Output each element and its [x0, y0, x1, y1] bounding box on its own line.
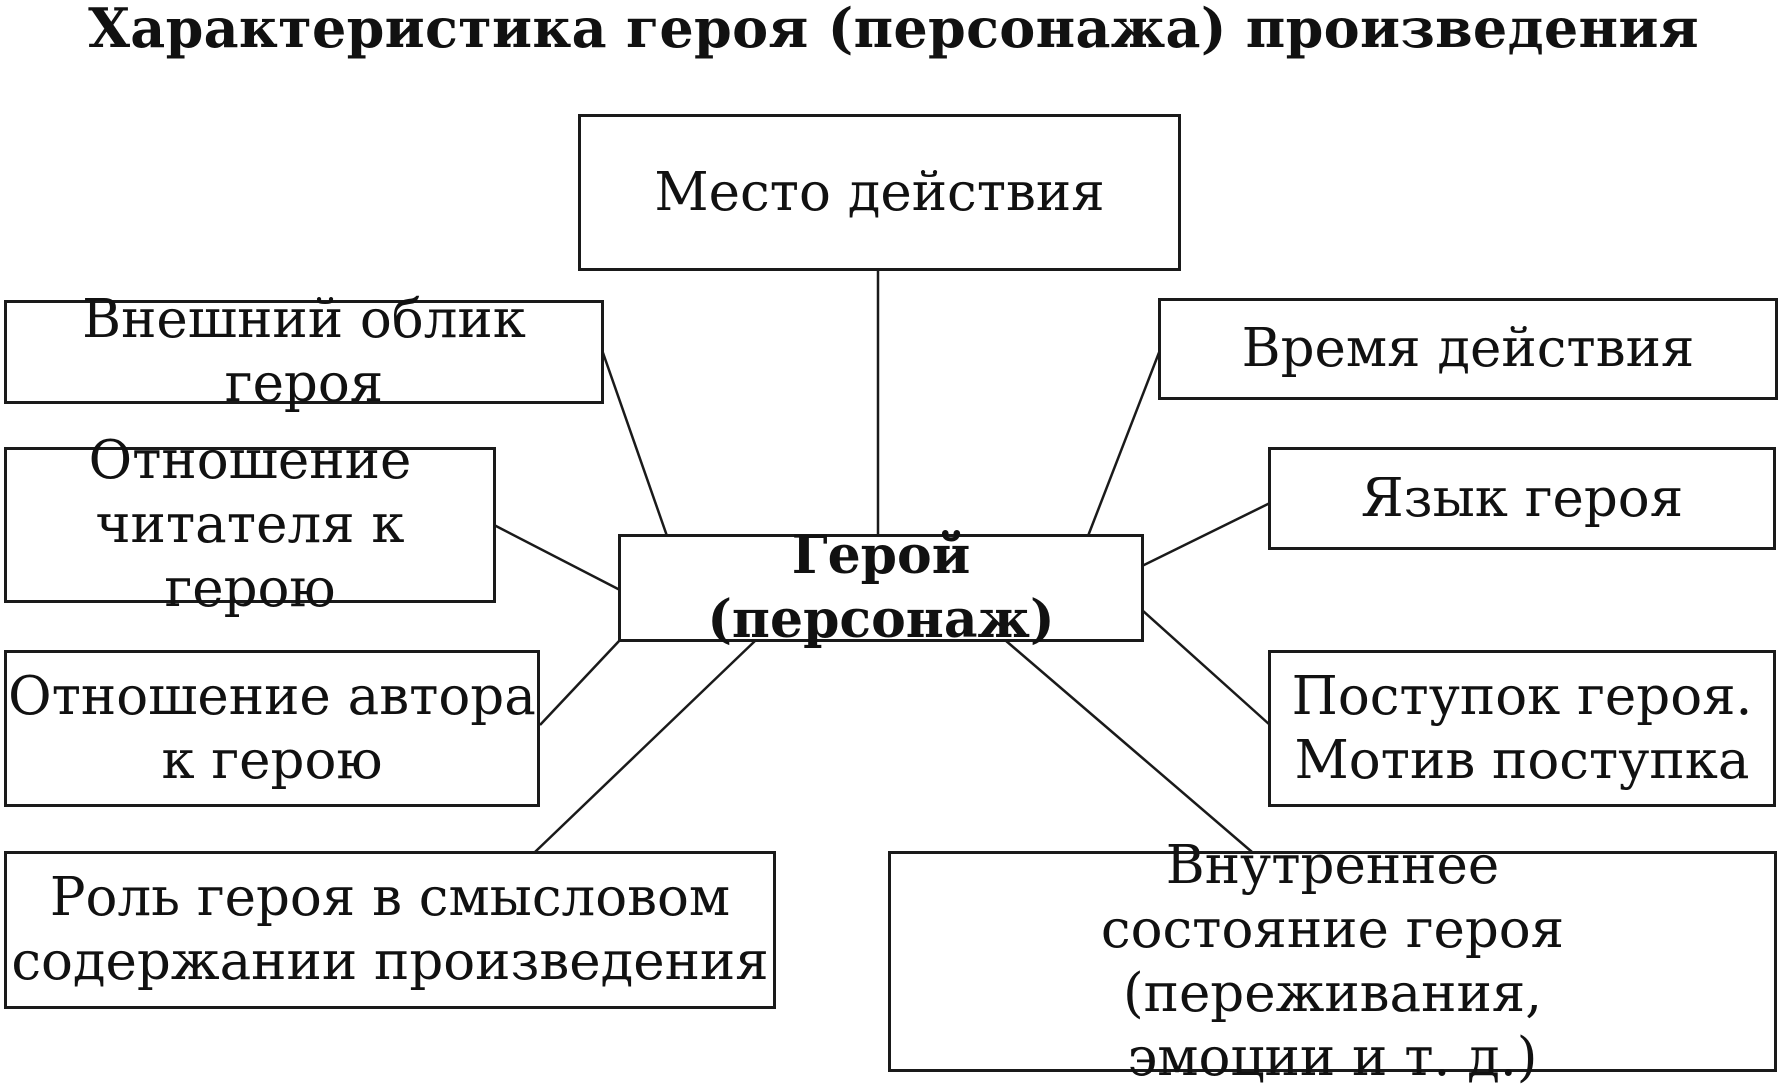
node-deed-label: Поступок героя. Мотив поступка	[1291, 665, 1753, 791]
connector-time	[1086, 349, 1162, 537]
node-place-label: Место действия	[654, 161, 1105, 223]
node-language: Язык героя	[1268, 447, 1776, 550]
node-place: Место действия	[578, 114, 1181, 271]
node-deed: Поступок героя. Мотив поступка	[1268, 650, 1776, 807]
node-hero-center: Герой (персонаж)	[618, 525, 1144, 650]
node-role: Роль героя в смысловом содержании произв…	[4, 851, 776, 1009]
connector-appearance	[600, 349, 669, 537]
connector-language	[1141, 501, 1271, 568]
diagram-title: Характеристика героя (персонажа) произве…	[88, 0, 1699, 60]
node-language-label: Язык героя	[1360, 467, 1684, 529]
node-time-label: Время действия	[1241, 318, 1695, 379]
connector-author-attitude	[539, 639, 621, 726]
node-inner-state-label: Внутреннее состояние героя (переживания,…	[1100, 834, 1565, 1088]
node-inner-state: Внутреннее состояние героя (переживания,…	[888, 835, 1777, 1088]
node-author-attitude: Отношение автора к герою	[4, 650, 540, 807]
node-author-attitude-label: Отношение автора к герою	[8, 665, 536, 791]
node-reader-attitude: Отношение читателя к герою	[4, 430, 496, 619]
node-reader-attitude-label: Отношение читателя к герою	[88, 430, 412, 619]
connector-deed	[1141, 609, 1271, 726]
node-hero-center-label: Герой (персонаж)	[707, 525, 1055, 650]
connector-reader-attitude	[493, 523, 621, 592]
connector-role	[534, 639, 757, 853]
node-time: Время действия	[1158, 298, 1778, 400]
node-appearance: Внешний облик героя	[4, 289, 604, 414]
node-role-label: Роль героя в смысловом содержании произв…	[11, 867, 769, 992]
connector-inner-state	[1004, 639, 1253, 853]
node-appearance-label: Внешний облик героя	[82, 289, 526, 414]
